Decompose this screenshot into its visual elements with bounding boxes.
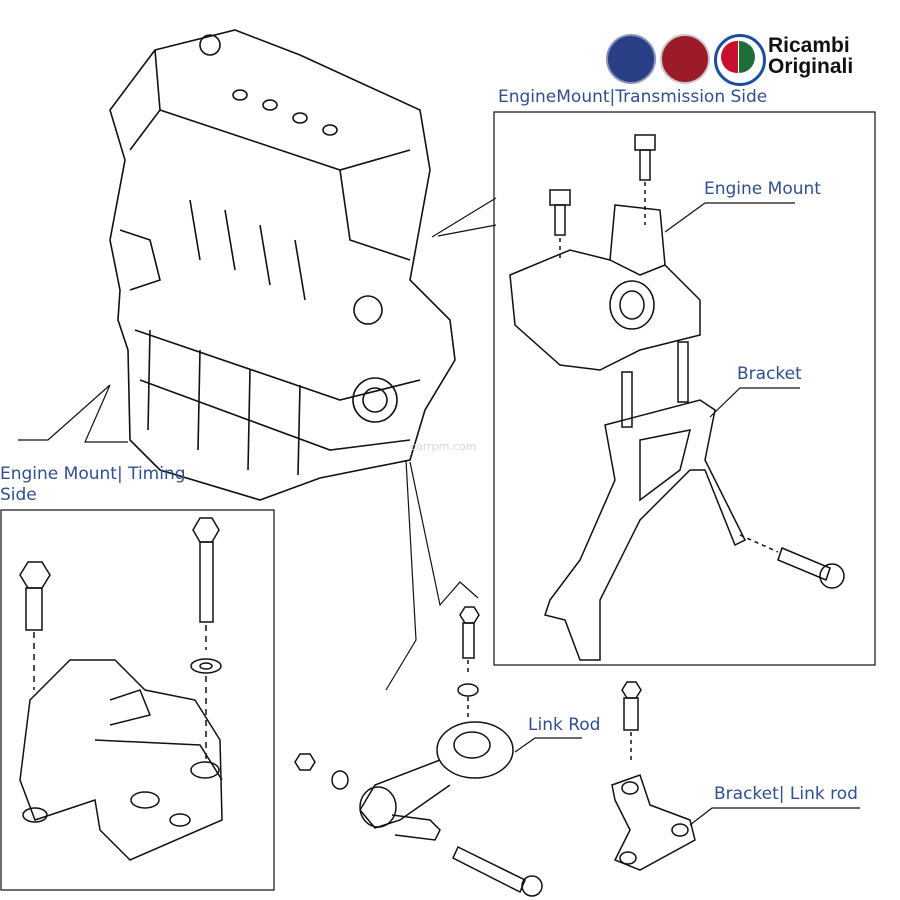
link-rod-label-leaders <box>514 737 860 826</box>
brand-line-1: Ricambi <box>768 34 850 57</box>
lancia-logo <box>606 34 656 84</box>
timing-mount-parts <box>19 517 223 861</box>
engine-block <box>109 29 456 501</box>
brand-line-2: Originali <box>768 55 854 78</box>
watermark: carrpm.com <box>410 440 477 453</box>
transmission-mount-parts <box>509 134 845 661</box>
leader-lines <box>18 197 497 691</box>
label-transmission-side: EngineMount|Transmission Side <box>498 87 768 107</box>
timing-side-frame <box>0 509 275 891</box>
label-bracket-link-rod: Bracket| Link rod <box>714 784 858 804</box>
label-link-rod: Link Rod <box>528 715 601 735</box>
label-engine-mount: Engine Mount <box>704 179 821 199</box>
brand-title: Ricambi Originali <box>768 35 853 77</box>
transmission-side-frame <box>493 111 876 666</box>
label-timing-side: Engine Mount| Timing Side <box>0 464 186 506</box>
fiat-logo <box>660 34 710 84</box>
link-rod-parts <box>294 606 696 897</box>
transmission-label-leaders <box>664 202 800 418</box>
label-bracket: Bracket <box>737 364 802 384</box>
alfa-romeo-logo <box>714 34 766 86</box>
